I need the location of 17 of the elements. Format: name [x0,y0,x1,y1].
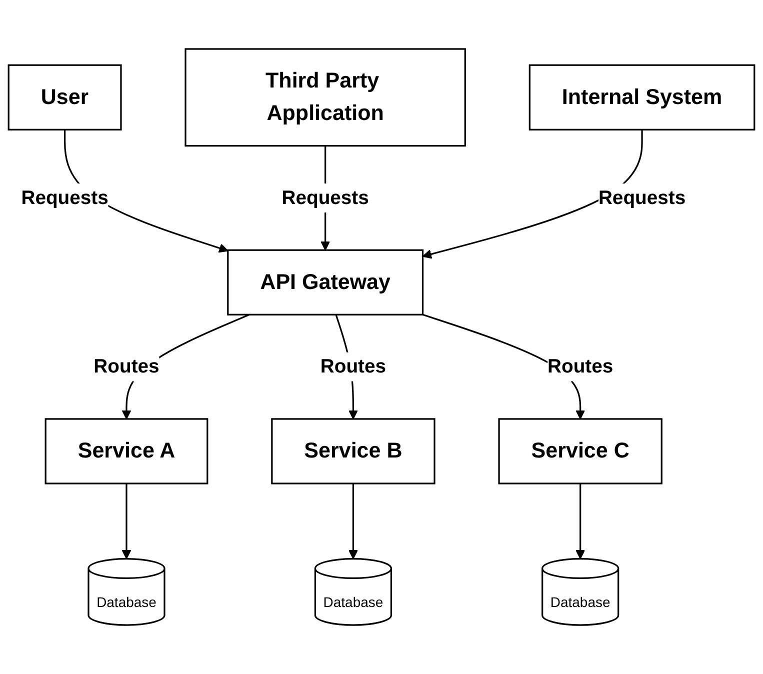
node-box: Internal System [528,64,756,130]
node-box: Service B [271,418,436,484]
node-box: Third Party Application [184,48,466,147]
arrow [422,130,643,259]
edge-label: Routes [320,356,386,378]
node-box: API Gateway [227,249,424,316]
edge-label: Routes [94,356,160,378]
arrow [122,484,132,560]
edge-label: Routes [548,356,614,378]
edge-label: Requests [282,186,369,208]
edge-label: Requests [598,186,686,208]
node-box: User [8,64,122,130]
arrow [576,484,586,560]
edge-label: Requests [21,186,108,208]
node-box: Service A [44,418,208,484]
arrow [348,484,358,560]
node-box: Service C [498,418,662,484]
